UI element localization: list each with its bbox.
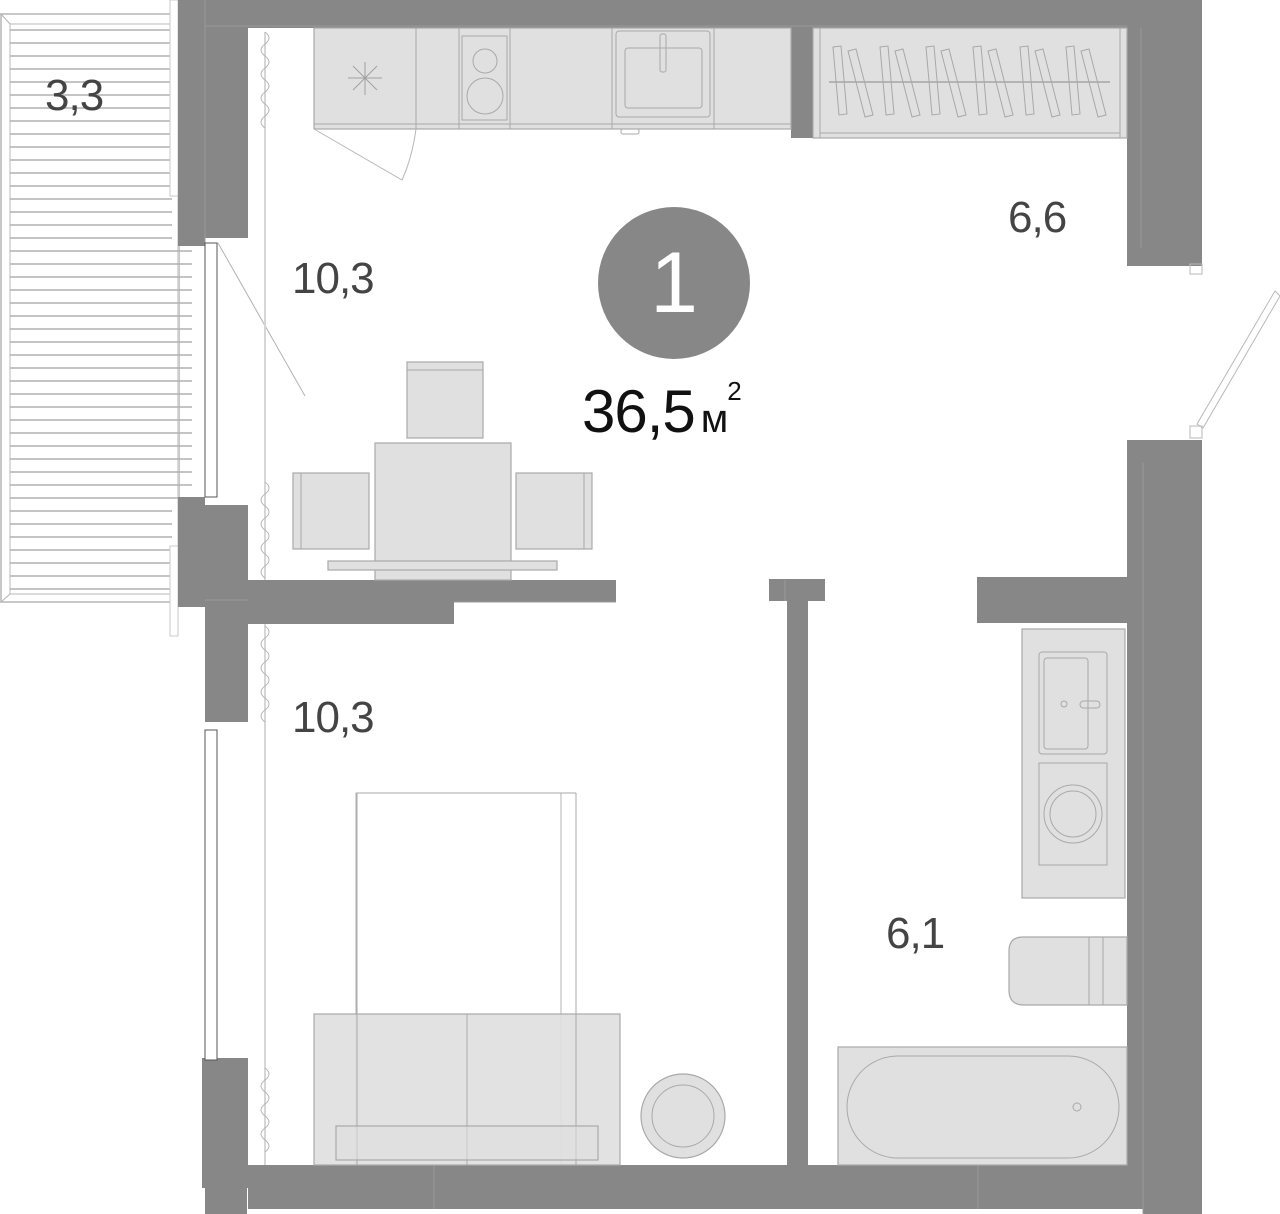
bed [313, 792, 621, 1166]
room-area-bedroom: 10,3 [292, 693, 375, 742]
hob [461, 35, 508, 121]
toilet [1008, 936, 1128, 1006]
room-area-kitchen-living: 10,3 [292, 254, 375, 303]
balcony [0, 0, 192, 637]
wardrobe [812, 27, 1128, 139]
hangers [832, 45, 1107, 118]
entrance-door [1189, 263, 1280, 439]
fridge-door-swing [313, 128, 417, 181]
total-area-exponent: 2 [727, 376, 742, 406]
walls [178, 0, 1202, 1214]
fridge-snowflake-icon [348, 62, 382, 95]
room-area-balcony: 3,3 [45, 71, 104, 120]
total-area-value: 36,5 [582, 378, 696, 445]
bathtub [837, 1046, 1128, 1166]
chair-left [292, 472, 370, 550]
window-kitchen [204, 242, 218, 498]
washing-machine [1038, 762, 1108, 866]
chair-right [515, 472, 593, 550]
nightstand-round [640, 1073, 726, 1159]
chair-top [406, 361, 484, 439]
room-count-badge: 1 [598, 207, 750, 359]
washbasin [1038, 651, 1108, 755]
room-area-hallway: 6,6 [1008, 193, 1067, 242]
dining-set [292, 361, 593, 581]
windowsill-shelf [327, 560, 558, 571]
total-area-unit: м [700, 397, 728, 441]
balcony-decking [10, 29, 192, 590]
window-swing-line [217, 242, 306, 397]
bathroom-fixtures [837, 628, 1128, 1166]
room-count: 1 [650, 235, 698, 331]
windows [204, 242, 306, 1061]
dining-table [374, 442, 512, 581]
kitchen-counter [313, 27, 792, 181]
room-area-bathroom: 6,1 [886, 909, 945, 958]
kitchen-sink [615, 30, 711, 135]
curtains [260, 31, 270, 1165]
window-bedroom [204, 729, 218, 1061]
